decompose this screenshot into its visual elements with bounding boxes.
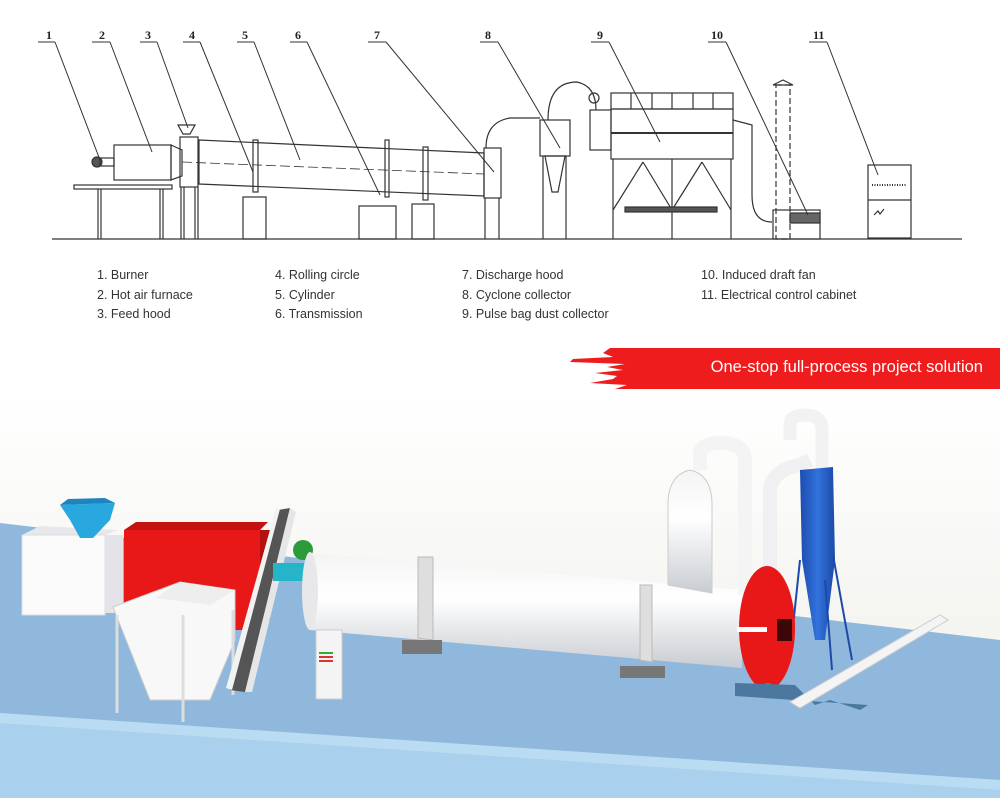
feed-hood-drawing xyxy=(176,124,199,239)
callout-9: 9 xyxy=(597,28,603,42)
material-hopper-3d xyxy=(112,581,236,722)
legend-item: 10. Induced draft fan xyxy=(701,268,816,282)
banner-text: One-stop full-process project solution xyxy=(710,358,983,376)
cylinder-drawing xyxy=(181,139,485,240)
legend-item: 7. Discharge hood xyxy=(462,268,564,282)
legend-item: 5. Cylinder xyxy=(275,287,335,302)
callout-11: 11 xyxy=(813,28,824,42)
bag-filter-drawing xyxy=(589,92,734,239)
discharge-conveyor-3d xyxy=(789,614,949,709)
legend-item: 8. Cyclone collector xyxy=(462,287,572,302)
burner-3d xyxy=(21,526,123,616)
callout-leaders xyxy=(38,41,879,216)
callout-3: 3 xyxy=(145,28,151,42)
legend-item: 1. Burner xyxy=(97,268,149,282)
callout-7: 7 xyxy=(374,28,380,42)
callout-4: 4 xyxy=(189,28,195,42)
callout-5: 5 xyxy=(242,28,248,42)
legend-item: 11. Electrical control cabinet xyxy=(701,287,857,302)
solution-banner: One-stop full-process project solution xyxy=(565,345,1000,389)
legend-item: 3. Feed hood xyxy=(97,307,171,321)
legend-column-4: 10. Induced draft fan 11. Electrical con… xyxy=(701,266,856,305)
legend-item: 4. Rolling circle xyxy=(275,268,360,282)
callout-10: 10 xyxy=(711,28,723,42)
legend-item: 9. Pulse bag dust collector xyxy=(462,307,609,321)
rotary-cylinder-3d xyxy=(302,552,742,678)
cyclone-drawing xyxy=(539,81,600,239)
callout-2: 2 xyxy=(99,28,105,42)
legend-column-2: 4. Rolling circle 5. Cylinder 6. Transmi… xyxy=(275,266,363,325)
control-cabinet-3d xyxy=(315,629,343,700)
air-duct-3d xyxy=(763,453,814,595)
burner-drawing xyxy=(91,156,115,168)
component-legend: 1. Burner 2. Hot air furnace 3. Feed hoo… xyxy=(0,266,1000,336)
legend-item: 2. Hot air furnace xyxy=(97,287,193,302)
legend-column-3: 7. Discharge hood 8. Cyclone collector 9… xyxy=(462,266,609,325)
legend-item: 6. Transmission xyxy=(275,307,363,321)
discharge-hood-drawing xyxy=(483,117,540,239)
brush-stroke-shape xyxy=(570,348,1000,389)
legend-column-1: 1. Burner 2. Hot air furnace 3. Feed hoo… xyxy=(97,266,193,325)
hot-air-furnace-drawing xyxy=(73,144,183,239)
process-schematic: 1 2 3 4 5 6 7 8 9 10 11 xyxy=(38,28,962,240)
plant-3d-rendering xyxy=(0,395,1000,798)
cyclone-collector-3d xyxy=(789,467,853,671)
callout-8: 8 xyxy=(485,28,491,42)
scrubber-tower-3d xyxy=(667,435,752,595)
fan-drawing xyxy=(732,79,821,240)
callout-6: 6 xyxy=(295,28,301,42)
belt-conveyor-3d xyxy=(226,508,296,692)
callout-1: 1 xyxy=(46,28,52,42)
feed-hopper-3d xyxy=(60,498,115,538)
cabinet-drawing xyxy=(867,164,912,239)
